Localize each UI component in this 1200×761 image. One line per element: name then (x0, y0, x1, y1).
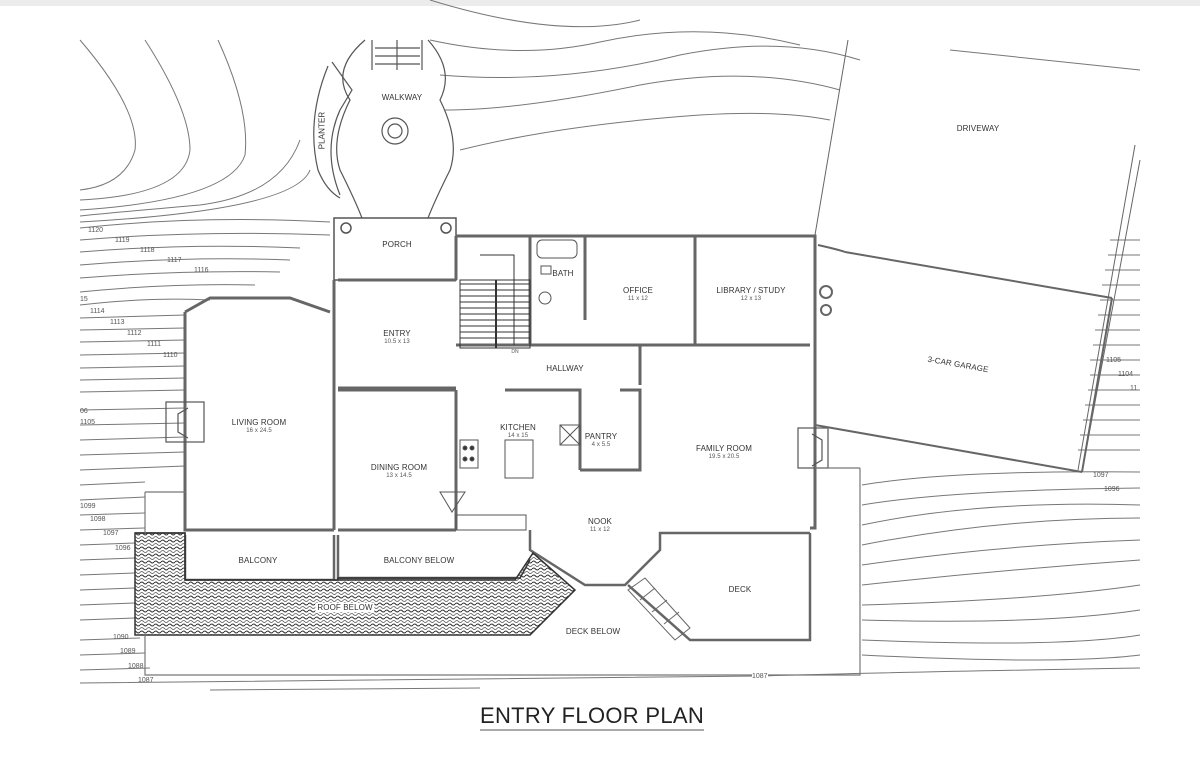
kitchen-name: KITCHEN (500, 423, 536, 432)
elevation-label: 1089 (120, 648, 136, 655)
label-deck: DECK (728, 585, 752, 594)
elevation-label: 1097 (103, 530, 119, 537)
office-name: OFFICE (623, 286, 653, 295)
elevation-label: 1104 (1118, 371, 1134, 378)
kitchen-size: 14 x 15 (507, 433, 529, 439)
elevation-label: 1111 (147, 341, 162, 348)
elevation-label: 1117 (167, 257, 182, 264)
elevation-label: 1114 (90, 308, 105, 315)
elevation-label: 15 (80, 296, 88, 303)
label-hallway: HALLWAY (546, 364, 584, 373)
entry-name: ENTRY (383, 329, 411, 338)
elevation-label: 1096 (1104, 486, 1120, 493)
entry-size: 10.5 x 13 (384, 339, 410, 345)
label-planter: PLANTER (317, 111, 327, 150)
label-driveway: DRIVEWAY (956, 124, 1000, 133)
stair-direction-label: DN (511, 349, 519, 355)
elevation-label: 1087 (138, 677, 154, 684)
elevation-label: 1112 (127, 330, 142, 337)
living-size: 16 x 24.5 (246, 428, 272, 434)
label-deck-below: DECK BELOW (565, 627, 621, 636)
nook-size: 11 x 12 (590, 527, 610, 533)
elevation-label: 1096 (115, 545, 131, 552)
dining-size: 13 x 14.5 (386, 473, 412, 479)
label-bath: BATH (552, 269, 574, 278)
label-walkway: WALKWAY (381, 93, 423, 102)
dining-name: DINING ROOM (370, 463, 428, 472)
pantry-size: 4 x 5.5 (591, 442, 611, 448)
elevation-label: 1099 (80, 503, 96, 510)
elevation-label: 1097 (1093, 472, 1109, 479)
elevation-label: 1119 (115, 237, 130, 244)
elevation-label: 1090 (113, 634, 129, 641)
elevation-label: 1110 (163, 352, 178, 359)
family-name: FAMILY ROOM (696, 444, 752, 453)
library-name: LIBRARY / STUDY (716, 286, 786, 295)
elevation-label: 1088 (128, 663, 144, 670)
label-balcony-below: BALCONY BELOW (383, 556, 455, 565)
elevation-label: 06 (80, 408, 88, 415)
page-title: ENTRY FLOOR PLAN (480, 704, 705, 731)
nook-name: NOOK (588, 517, 612, 526)
elevation-label: 1105 (80, 419, 96, 426)
elevation-label: 1113 (110, 319, 125, 326)
library-size: 12 x 13 (740, 296, 762, 302)
elevation-label: 11 (1130, 385, 1138, 392)
family-size: 19.5 x 20.5 (708, 454, 740, 460)
elevation-label: 1116 (194, 267, 209, 274)
elevation-label: 1087 (752, 673, 768, 680)
label-balcony: BALCONY (238, 556, 278, 565)
top-strip (0, 0, 1200, 6)
office-size: 11 x 12 (628, 296, 648, 302)
elevation-label: 1098 (90, 516, 106, 523)
elevation-label: 1120 (88, 227, 104, 234)
living-name: LIVING ROOM (231, 418, 287, 427)
pantry-name: PANTRY (584, 432, 618, 441)
label-roof-below: ROOF BELOW (315, 603, 375, 612)
elevation-label: 1105 (1106, 357, 1122, 364)
elevation-label: 1118 (140, 247, 155, 254)
label-porch: PORCH (382, 240, 412, 249)
